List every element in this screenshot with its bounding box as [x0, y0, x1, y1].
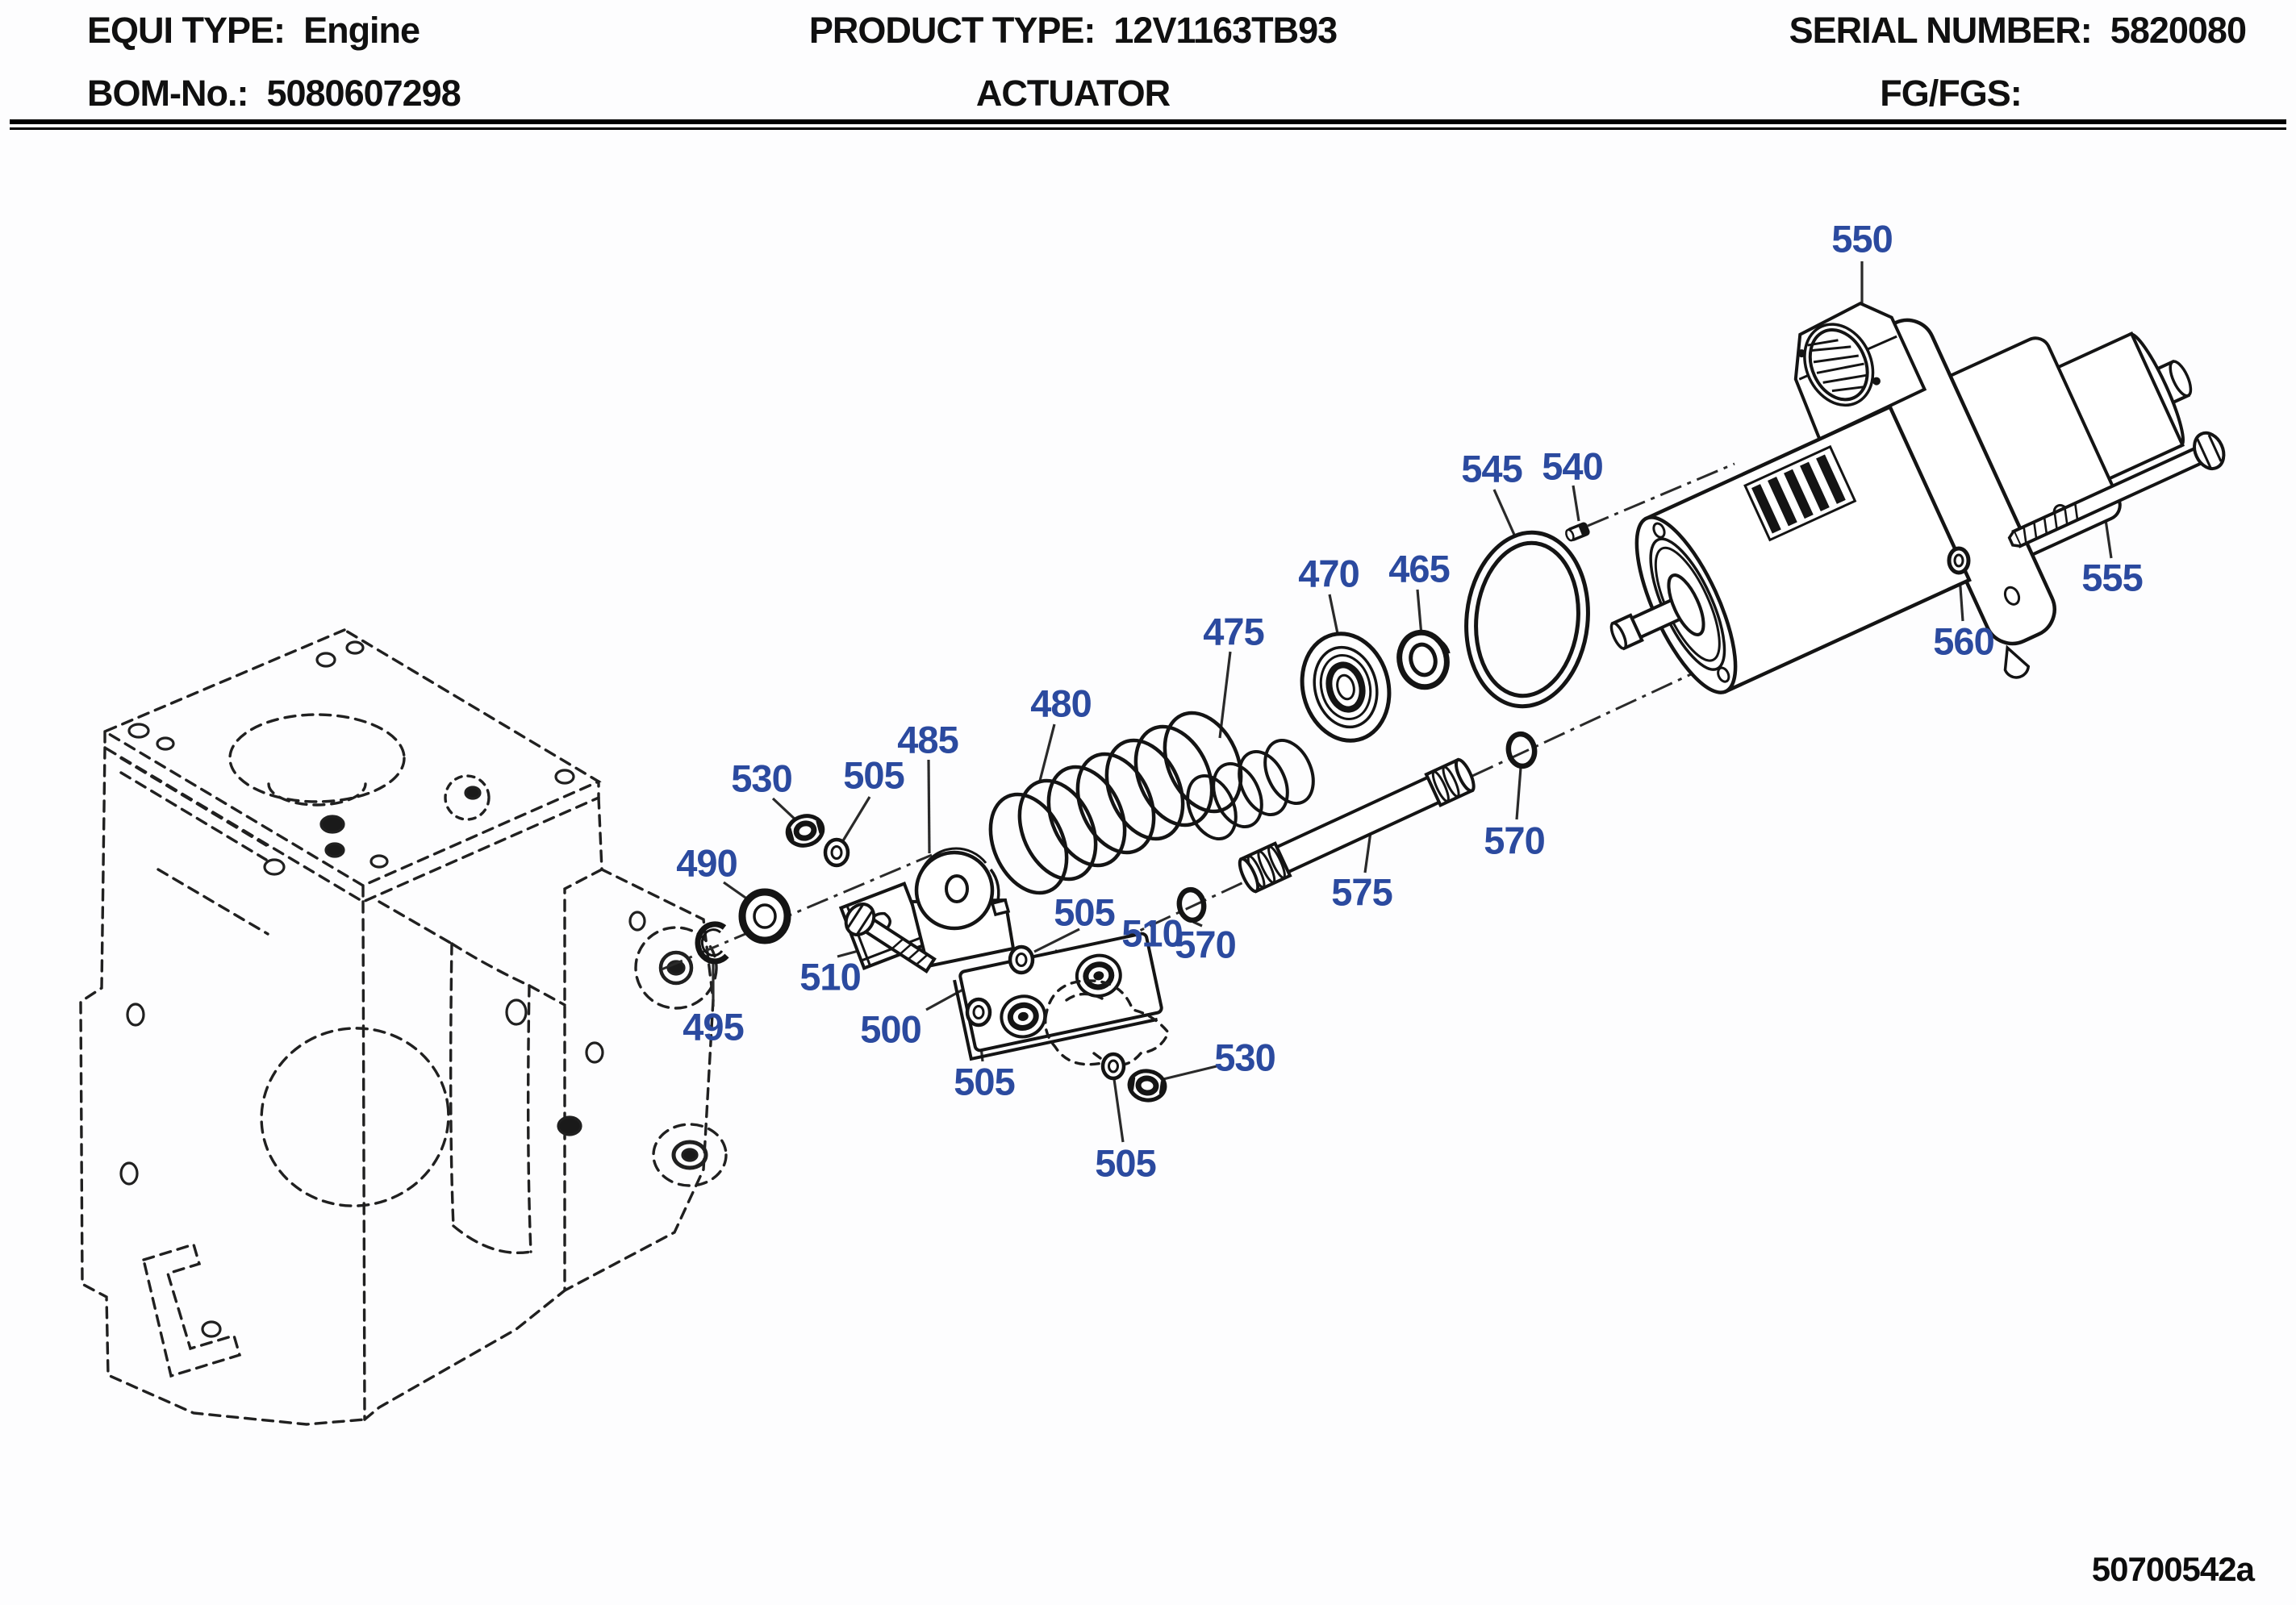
part-465-nut — [1396, 629, 1451, 690]
fg-row: FG/FGS: — [1880, 73, 2022, 115]
part-540-pin — [1565, 522, 1590, 542]
part-505-washer-upper — [823, 837, 850, 868]
part-510-bolt-left — [844, 903, 937, 973]
bom-value: 5080607298 — [266, 73, 461, 114]
part-530-nut-upper — [785, 814, 825, 848]
serial-label: SERIAL NUMBER: — [1789, 10, 2093, 51]
assembly-name: ACTUATOR — [975, 73, 1171, 114]
assembly-centerlines — [661, 462, 1737, 978]
engine-block-outline — [79, 628, 728, 1426]
pin-centerline — [1587, 462, 1735, 527]
equi-type-value: Engine — [303, 10, 420, 51]
vent-slots — [1743, 444, 1857, 542]
part-505-washer-mid — [1008, 944, 1035, 975]
drawing-number: 50700542a — [2091, 1550, 2255, 1588]
serial-row: SERIAL NUMBER: 5820080 — [1789, 10, 2247, 52]
connector-icon — [1797, 323, 1881, 407]
serial-value: 5820080 — [2110, 10, 2247, 51]
header-rule-thick — [10, 119, 2286, 124]
part-545-o-ring — [1464, 530, 1590, 709]
part-550-actuator — [1609, 301, 2193, 694]
part-505-washer-bottom — [1100, 1052, 1126, 1081]
bom-row: BOM-No.: 5080607298 — [87, 73, 461, 115]
part-505-washer-under-plate — [965, 997, 992, 1028]
upper-centerline — [661, 853, 933, 971]
bom-label: BOM-No.: — [87, 73, 248, 114]
part-530-nut-bottom — [1127, 1069, 1167, 1103]
part-570-o-ring-left — [1176, 886, 1207, 923]
fg-label: FG/FGS: — [1880, 73, 2022, 114]
part-495-clip — [695, 921, 729, 965]
header-rule-thin — [10, 127, 2286, 130]
product-type-value: 12V1163TB93 — [1113, 10, 1338, 51]
product-type-row: PRODUCT TYPE: 12V1163TB93 — [808, 10, 1338, 52]
product-type-label: PRODUCT TYPE: — [808, 10, 1096, 51]
part-560-washer — [1947, 546, 1971, 575]
hidden-lever-outline — [1044, 979, 1170, 1067]
part-475-spring — [1186, 738, 1315, 841]
equi-type-row: EQUI TYPE: Engine — [87, 10, 420, 52]
part-480-spring — [988, 711, 1243, 895]
lower-centerline — [1042, 652, 1737, 978]
part-490-ring — [738, 888, 791, 944]
part-570-o-ring-right — [1505, 731, 1538, 769]
part-575-rod — [1238, 757, 1476, 894]
engine-block-holes — [119, 640, 708, 1338]
equi-type-label: EQUI TYPE: — [87, 10, 286, 51]
part-470-seal — [1300, 632, 1392, 743]
part-555-bolt — [2007, 431, 2226, 548]
